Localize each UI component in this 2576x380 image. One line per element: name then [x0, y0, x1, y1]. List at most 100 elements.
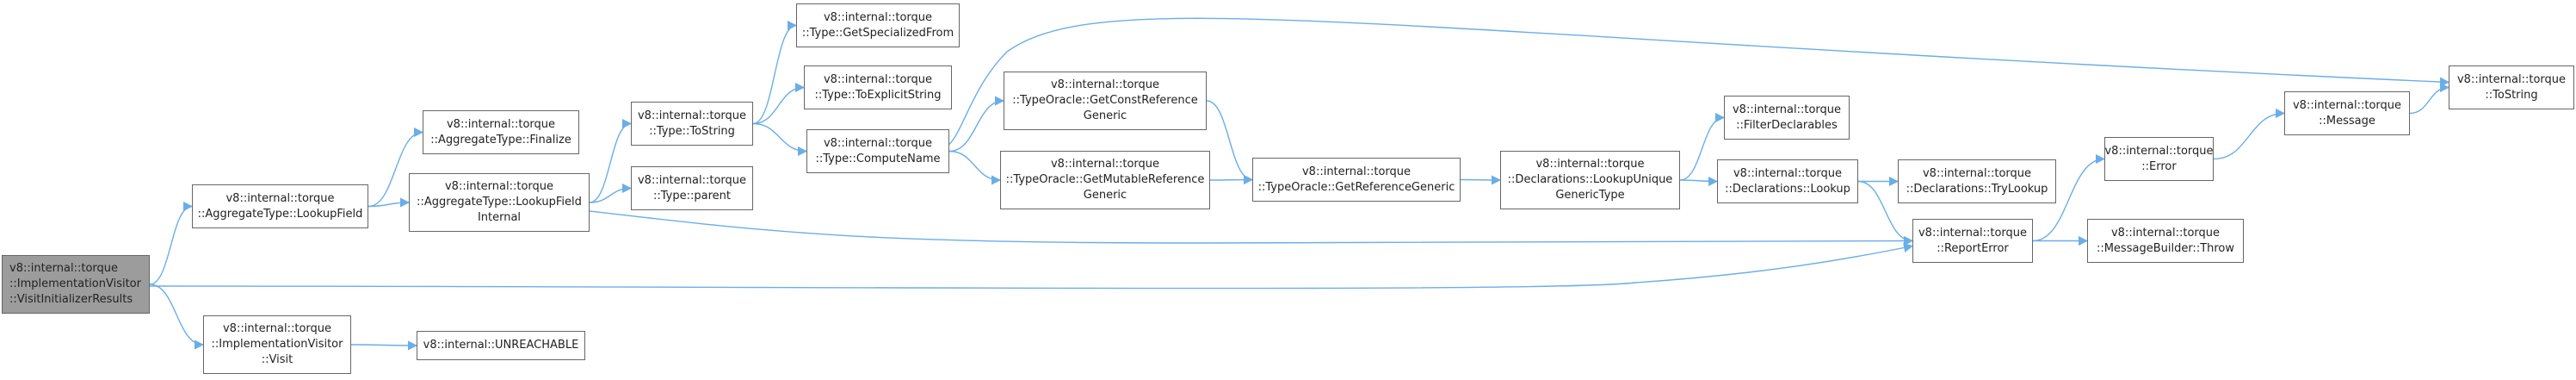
node-declarations-lookup-unique-generic-type[interactable]: v8::internal::torque::Declarations::Look…: [1500, 151, 1680, 209]
node-unreachable[interactable]: v8::internal::UNREACHABLE: [417, 331, 585, 360]
node-label-line: v8::internal::torque: [1301, 165, 1412, 178]
edge-report-error-to-error: [2032, 153, 2106, 242]
edge-type-tostring-to-compute-name: [752, 122, 808, 157]
node-label-line: ::FilterDeclarables: [1736, 118, 1838, 132]
node-label-line: ::ToString: [2485, 88, 2538, 102]
node-label-line: ::Type::ComputeName: [815, 152, 941, 165]
edge-get-const-ref-to-get-ref-generic: [1206, 100, 1254, 185]
node-label-line: v8::internal::torque: [225, 191, 335, 205]
node-label-line: v8::internal::torque: [1535, 158, 1645, 171]
node-label-line: v8::internal::torque: [2292, 98, 2402, 112]
node-label-line: ::ImplementationVisitor: [9, 277, 141, 290]
node-label-line: ::MessageBuilder::Throw: [2096, 241, 2235, 255]
node-type-compute-name[interactable]: v8::internal::torque::Type::ComputeName: [806, 129, 949, 173]
edge-lookup-field-to-finalize: [368, 127, 424, 208]
edge-lookup-field-to-lookup-field-internal: [368, 197, 411, 208]
node-aggregate-type-finalize[interactable]: v8::internal::torque::AggregateType::Fin…: [423, 110, 579, 154]
node-label-line: v8::internal::torque: [1922, 166, 2032, 180]
node-label-line: ::AggregateType::LookupField: [197, 207, 363, 221]
node-label-line: ::Declarations::Lookup: [1725, 182, 1850, 196]
node-label-line: ::Declarations::LookupUnique: [1507, 173, 1673, 186]
node-to-string[interactable]: v8::internal::torque::ToString: [2449, 65, 2574, 109]
edge-lookup-field-internal-to-type-parent: [589, 183, 633, 203]
edge-lookup-field-internal-to-type-tostring: [589, 118, 633, 203]
node-label-line: ::Error: [2141, 159, 2177, 173]
edge-visit-init-to-report-error: [149, 242, 1914, 290]
node-label-line: v8::internal::torque: [1732, 103, 1842, 116]
node-label-line: v8::internal::torque: [637, 173, 747, 187]
node-report-error[interactable]: v8::internal::torque::ReportError: [1912, 219, 2033, 263]
edge-get-mut-ref-to-get-ref-generic: [1209, 174, 1254, 185]
node-label-line: ::AggregateType::LookupField: [417, 196, 582, 209]
node-label-line: ::Type::ToExplicitString: [814, 88, 942, 102]
edge-error-to-message: [2213, 108, 2286, 160]
node-label-line: ::ReportError: [1937, 241, 2009, 255]
node-type-oracle-get-const-reference-generic[interactable]: v8::internal::torque::TypeOracle::GetCon…: [1004, 72, 1207, 130]
node-label-line: v8::internal::UNREACHABLE: [423, 339, 579, 352]
node-label-line: v8::internal::torque: [823, 136, 933, 150]
node-label-line: ::TypeOracle::GetConstReference: [1012, 94, 1198, 107]
node-visit-initializer-results: v8::internal::torque::ImplementationVisi…: [2, 255, 150, 314]
node-type-parent[interactable]: v8::internal::torque::Type::parent: [631, 166, 753, 210]
edge-message-to-tostring: [2409, 82, 2450, 115]
node-label-line: v8::internal::torque: [1918, 226, 2028, 240]
node-label-line: v8::internal::torque: [823, 10, 933, 24]
node-label-line: ::Type::parent: [653, 189, 731, 202]
node-label-line: ::VisitInitializerResults: [9, 293, 133, 306]
node-label-line: Generic: [1083, 189, 1127, 202]
node-label-line: v8::internal::torque: [823, 72, 933, 86]
node-label-line: v8::internal::torque: [1733, 166, 1843, 180]
node-label-line: ::Type::ToString: [649, 124, 735, 138]
node-label-line: ::Message: [2319, 114, 2375, 128]
node-label-line: ::TypeOracle::GetMutableReference: [1005, 173, 1205, 186]
node-label-line: ::TypeOracle::GetReferenceGeneric: [1257, 180, 1455, 194]
edge-impl-visit-to-unreachable: [350, 340, 418, 351]
edge-visit-init-to-impl-visit: [149, 283, 205, 350]
node-type-to-explicit-string[interactable]: v8::internal::torque::Type::ToExplicitSt…: [804, 65, 952, 109]
edge-type-tostring-to-get-specialized: [752, 20, 798, 125]
node-label-line: ::AggregateType::Finalize: [430, 133, 571, 146]
node-label-line: v8::internal::torque: [1050, 158, 1160, 171]
node-error[interactable]: v8::internal::torque::Error: [2104, 137, 2214, 181]
node-declarations-lookup[interactable]: v8::internal::torque::Declarations::Look…: [1717, 159, 1858, 203]
node-label-line: Internal: [477, 211, 522, 224]
node-label-line: GenericType: [1555, 189, 1625, 202]
edge-visit-init-to-lookup-field: [149, 201, 194, 285]
node-declarations-try-lookup[interactable]: v8::internal::torque::Declarations::TryL…: [1898, 159, 2056, 203]
node-label-line: v8::internal::torque: [2110, 226, 2221, 240]
node-label-line: v8::internal::torque: [637, 109, 747, 122]
edge-lookup-unique-to-filter-decl: [1679, 112, 1726, 181]
edge-type-tostring-to-to-explicit: [752, 82, 806, 125]
node-filter-declarables[interactable]: v8::internal::torque::FilterDeclarables: [1724, 96, 1850, 140]
node-implementation-visitor-visit[interactable]: v8::internal::torque::ImplementationVisi…: [203, 315, 351, 374]
edge-compute-name-to-get-mut-ref: [948, 150, 1002, 185]
node-label-line: v8::internal::torque: [444, 180, 554, 193]
node-message-builder-throw[interactable]: v8::internal::torque::MessageBuilder::Th…: [2087, 219, 2244, 263]
node-label-line: ::Declarations::TryLookup: [1906, 182, 2048, 196]
edge-compute-name-to-tostring: [948, 17, 2450, 145]
node-aggregate-type-lookup-field[interactable]: v8::internal::torque::AggregateType::Loo…: [192, 184, 368, 228]
edge-lookup-unique-to-decl-lookup: [1679, 176, 1719, 187]
node-type-to-string[interactable]: v8::internal::torque::Type::ToString: [631, 102, 753, 146]
node-type-oracle-get-mutable-reference-generic[interactable]: v8::internal::torque::TypeOracle::GetMut…: [1000, 151, 1210, 209]
node-message[interactable]: v8::internal::torque::Message: [2284, 91, 2410, 135]
node-label-line: v8::internal::torque: [2104, 144, 2214, 158]
edge-lookup-field-internal-to-report-error: [589, 210, 1914, 246]
node-label-line: ::Visit: [261, 353, 293, 366]
edge-decl-lookup-to-report-error: [1857, 180, 1914, 246]
node-label-line: v8::internal::torque: [222, 322, 332, 335]
node-label-line: v8::internal::torque: [2456, 72, 2567, 86]
node-label-line: v8::internal::torque: [9, 262, 119, 275]
node-label-line: ::ImplementationVisitor: [211, 338, 343, 351]
node-label-line: v8::internal::torque: [1050, 78, 1160, 91]
node-label-line: ::Type::GetSpecializedFrom: [801, 26, 954, 40]
node-label-line: v8::internal::torque: [446, 117, 556, 131]
node-label-line: Generic: [1083, 109, 1127, 122]
node-aggregate-type-lookup-field-internal[interactable]: v8::internal::torque::AggregateType::Loo…: [409, 173, 590, 232]
node-type-get-specialized-from[interactable]: v8::internal::torque::Type::GetSpecializ…: [796, 3, 960, 47]
edge-get-ref-generic-to-lookup-unique: [1460, 175, 1502, 185]
node-type-oracle-get-reference-generic[interactable]: v8::internal::torque::TypeOracle::GetRef…: [1252, 158, 1461, 202]
edge-compute-name-to-get-const-ref: [948, 96, 1005, 153]
